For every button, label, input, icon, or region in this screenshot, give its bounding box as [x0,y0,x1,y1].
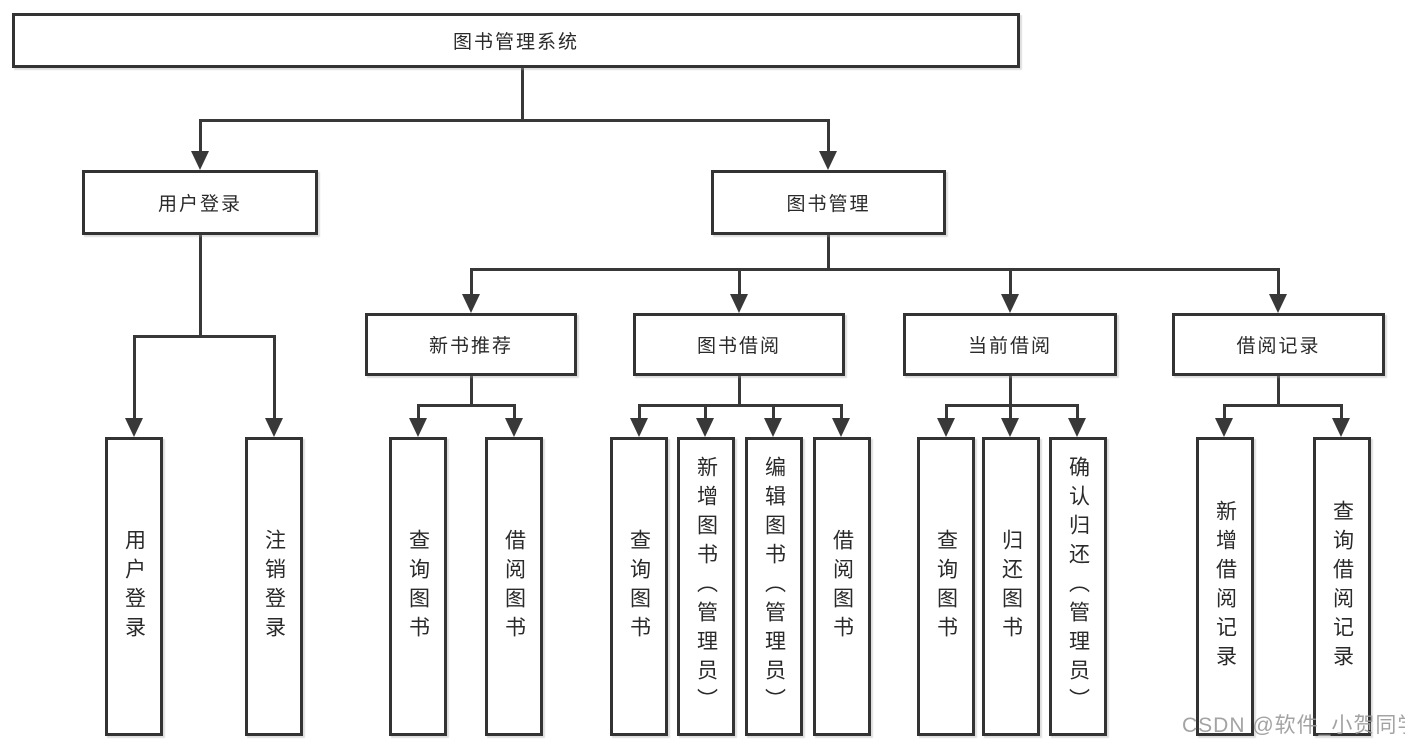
leaf-confirm-return-admin: 确认归还（管理员） [1049,437,1107,736]
arrowhead-down-icon [125,418,143,437]
connector-line [470,376,473,407]
connector-line [417,404,516,407]
arrowhead-down-icon [730,294,748,313]
connector-line [827,119,830,153]
leaf-search-borrow-record: 查询借阅记录 [1313,437,1371,736]
connector-line [513,404,516,420]
node-user-login-module: 用户登录 [82,170,318,235]
node-label: 当前借阅 [967,336,1052,357]
connector-line [199,235,202,337]
connector-line [470,268,1280,271]
connector-line [133,335,136,420]
node-root-label: 图书管理系统 [452,32,579,53]
leaf-label: 查询图书 [934,528,958,645]
csdn-watermark: CSDN @软件_小贺同学 [1182,714,1405,737]
leaf-borrow-books-borrowing: 借阅图书 [813,437,871,736]
node-label: 用户登录 [157,194,242,215]
connector-line [704,404,707,420]
node-book-borrowing: 图书借阅 [633,313,845,376]
leaf-label: 查询图书 [627,528,651,645]
leaf-label: 新增借阅记录 [1213,499,1237,674]
arrowhead-down-icon [265,418,283,437]
connector-line [199,119,830,122]
connector-line [521,68,524,122]
leaf-return-books: 归还图书 [982,437,1040,736]
node-label: 图书借阅 [696,336,781,357]
connector-line [945,404,1079,407]
connector-line [945,404,948,420]
arrowhead-down-icon [462,294,480,313]
connector-line [133,335,276,338]
connector-line [1277,268,1280,296]
arrowhead-down-icon [832,418,850,437]
arrowhead-down-icon [819,151,837,170]
connector-line [772,404,775,420]
arrowhead-down-icon [409,418,427,437]
leaf-label: 注销登录 [262,528,286,645]
leaf-search-books-current: 查询图书 [917,437,975,736]
arrowhead-down-icon [937,418,955,437]
connector-line [1009,376,1012,407]
connector-line [1009,404,1012,420]
leaf-label: 用户登录 [122,528,146,645]
node-label: 新书推荐 [428,336,513,357]
leaf-user-login: 用户登录 [105,437,163,736]
connector-line [1223,404,1226,420]
leaf-search-books-borrowing: 查询图书 [610,437,668,736]
connector-line [1223,404,1343,407]
leaf-add-book-admin: 新增图书（管理员） [677,437,735,736]
connector-line [1277,376,1280,407]
arrowhead-down-icon [191,151,209,170]
leaf-logout: 注销登录 [245,437,303,736]
arrowhead-down-icon [505,418,523,437]
leaf-label: 查询借阅记录 [1330,499,1354,674]
connector-line [738,376,741,407]
node-label: 借阅记录 [1236,336,1321,357]
node-borrowing-records: 借阅记录 [1172,313,1385,376]
leaf-label: 归还图书 [999,528,1023,645]
leaf-label: 查询图书 [406,528,430,645]
node-book-management-module: 图书管理 [711,170,946,235]
arrowhead-down-icon [1269,294,1287,313]
connector-line [273,335,276,420]
arrowhead-down-icon [696,418,714,437]
arrowhead-down-icon [1332,418,1350,437]
leaf-search-books-recommend: 查询图书 [389,437,447,736]
leaf-label: 借阅图书 [502,528,526,645]
leaf-label: 借阅图书 [830,528,854,645]
arrowhead-down-icon [1001,418,1019,437]
node-root-library-system: 图书管理系统 [12,13,1020,68]
arrowhead-down-icon [630,418,648,437]
leaf-label: 确认归还（管理员） [1066,456,1090,717]
connector-line [417,404,420,420]
connector-line [638,404,843,407]
node-label: 图书管理 [786,194,871,215]
arrowhead-down-icon [764,418,782,437]
connector-line [199,119,202,153]
connector-line [1076,404,1079,420]
node-current-borrowing: 当前借阅 [903,313,1117,376]
arrowhead-down-icon [1068,418,1086,437]
arrowhead-down-icon [1215,418,1233,437]
leaf-borrow-books-recommend: 借阅图书 [485,437,543,736]
node-new-book-recommend: 新书推荐 [365,313,577,376]
connector-line [827,235,830,271]
connector-line [738,268,741,296]
connector-line [470,268,473,296]
leaf-add-borrow-record: 新增借阅记录 [1196,437,1254,736]
connector-line [840,404,843,420]
connector-line [638,404,641,420]
leaf-label: 新增图书（管理员） [694,456,718,717]
arrowhead-down-icon [1001,294,1019,313]
connector-line [1009,268,1012,296]
connector-line [1340,404,1343,420]
leaf-label: 编辑图书（管理员） [762,456,786,717]
leaf-edit-book-admin: 编辑图书（管理员） [745,437,803,736]
